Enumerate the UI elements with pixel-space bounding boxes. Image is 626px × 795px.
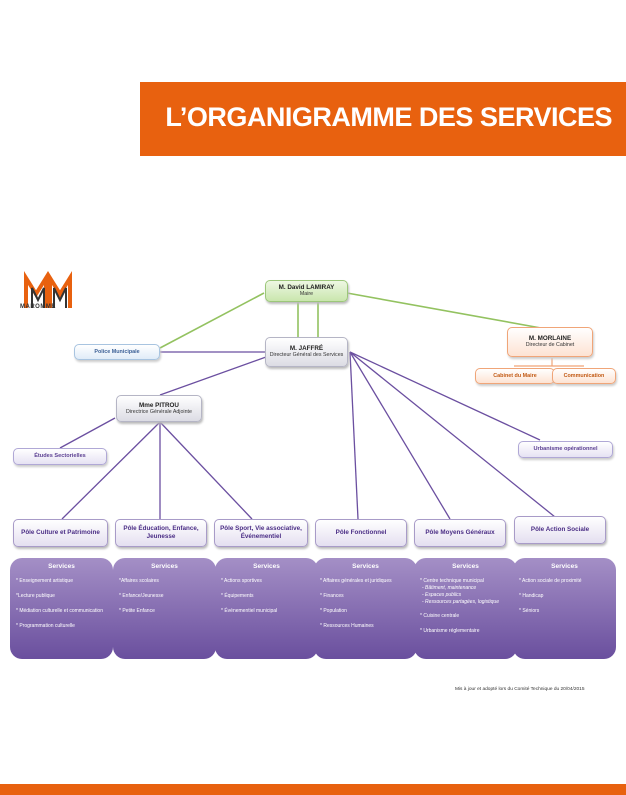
dgs-name: M. JAFFRÉ (289, 345, 324, 352)
etudes-label: Études Sectorielles (34, 453, 86, 459)
service-subitem: - Ressources partagées, logistique (422, 599, 499, 605)
service-item: * Population (320, 608, 347, 614)
dga-box: Mme PITROU Directrice Générale Adjointe (116, 395, 202, 422)
pole-sport: Pôle Sport, Vie associative, Événementie… (214, 519, 308, 547)
service-item: * Événementiel municipal (221, 608, 278, 614)
service-item: * Finances (320, 593, 344, 599)
maire-role: Maire (299, 291, 314, 297)
pole-action-sociale-label: Pôle Action Sociale (530, 526, 590, 533)
cabinet-box: M. MORLAINE Directeur de Cabinet (507, 327, 593, 357)
services-title: Services (452, 563, 479, 570)
cabinet-maire-label: Cabinet du Maire (493, 372, 537, 379)
pole-culture: Pôle Culture et Patrimoine (13, 519, 108, 547)
service-item: * Action sociale de proximité (519, 578, 582, 584)
police-box: Police Municipale (74, 344, 160, 360)
etudes-box: Études Sectorielles (13, 448, 107, 465)
service-item: * Séniors (519, 608, 540, 614)
service-subitem: - Bâtiment, maintenance (422, 585, 477, 591)
cabinet-maire-box: Cabinet du Maire (475, 368, 555, 384)
service-item: * Enfance/Jeunesse (119, 593, 164, 599)
pole-fonctionnel: Pôle Fonctionnel (315, 519, 407, 547)
header-banner: L’ORGANIGRAMME DES SERVICES (140, 82, 626, 156)
services-sport: Services * Actions sportives * Équipemen… (215, 558, 318, 659)
pole-education: Pôle Éducation, Enfance, Jeunesse (115, 519, 207, 547)
pole-moyens-generaux: Pôle Moyens Généraux (414, 519, 506, 547)
services-title: Services (352, 563, 379, 570)
services-title: Services (551, 563, 578, 570)
service-item: * Petite Enfance (119, 608, 155, 614)
pole-culture-label: Pôle Culture et Patrimoine (21, 529, 100, 536)
service-item: *Lecture publique (16, 593, 55, 599)
services-culture: Services * Enseignement artistique *Lect… (10, 558, 113, 659)
logo-wordmark: MAROMME (20, 304, 56, 310)
service-item: * Affaires générales et juridiques (320, 578, 392, 584)
services-education: Services *Affaires scolaires * Enfance/J… (113, 558, 216, 659)
service-item: * Ressources Humaines (320, 623, 374, 629)
maromme-logo (24, 271, 72, 308)
dgs-box: M. JAFFRÉ Directeur Général des Services (265, 337, 348, 367)
service-item: * Handicap (519, 593, 544, 599)
services-action-sociale: Services * Action sociale de proximité *… (513, 558, 616, 659)
pole-education-label: Pôle Éducation, Enfance, Jeunesse (123, 525, 199, 540)
cabinet-name: M. MORLAINE (528, 335, 572, 342)
urbanisme-op-label: Urbanisme opérationnel (533, 446, 598, 452)
service-item: * Équipements (221, 593, 254, 599)
service-subitem: - Espaces publics (422, 592, 462, 598)
service-item: * Actions sportives (221, 578, 262, 584)
services-fonctionnel: Services * Affaires générales et juridiq… (314, 558, 417, 659)
service-item: * Centre technique municipal (420, 578, 484, 584)
pole-sport-label: Pôle Sport, Vie associative, Événementie… (220, 525, 302, 540)
maire-name: M. David LAMIRAY (278, 284, 335, 291)
service-item: * Médiation culturelle et communication (16, 608, 103, 614)
dga-name: Mme PITROU (139, 401, 179, 409)
services-title: Services (253, 563, 280, 570)
pole-action-sociale: Pôle Action Sociale (514, 516, 606, 544)
communication-label: Communication (563, 372, 605, 379)
page-title: L’ORGANIGRAMME DES SERVICES (165, 102, 612, 132)
services-title: Services (48, 563, 75, 570)
dgs-role: Directeur Général des Services (269, 352, 344, 358)
service-item: * Programmation culturelle (16, 623, 75, 629)
service-item: * Enseignement artistique (16, 578, 73, 584)
pole-fonctionnel-label: Pôle Fonctionnel (335, 529, 387, 536)
pole-moyens-generaux-label: Pôle Moyens Généraux (425, 529, 495, 536)
services-moyens-generaux: Services * Centre technique municipal - … (414, 558, 517, 659)
communication-box: Communication (552, 368, 616, 384)
bottom-bar (0, 784, 626, 795)
update-footnote: Mis à jour et adopté lors du Comité Tech… (455, 687, 585, 692)
service-item: * Urbanisme réglementaire (420, 628, 480, 634)
services-title: Services (151, 563, 178, 570)
service-item: * Cuisine centrale (420, 613, 460, 619)
cabinet-role: Directeur de Cabinet (525, 342, 575, 348)
dga-role: Directrice Générale Adjointe (126, 408, 192, 415)
maire-box: M. David LAMIRAY Maire (265, 280, 348, 302)
police-label: Police Municipale (94, 348, 140, 355)
urbanisme-op-box: Urbanisme opérationnel (518, 441, 613, 458)
service-item: *Affaires scolaires (119, 578, 159, 584)
